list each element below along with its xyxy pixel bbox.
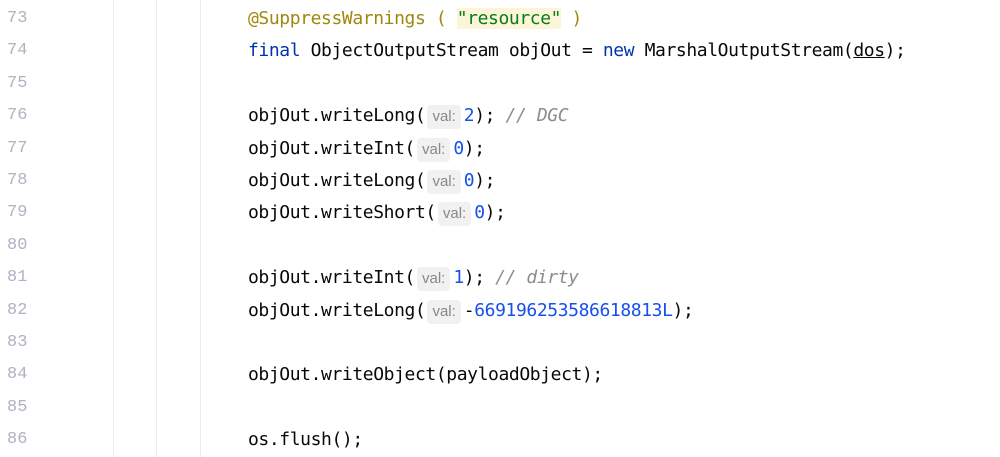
indent-guide <box>200 0 201 457</box>
line-number: 86 <box>7 430 28 450</box>
code-token: os.flush(); <box>248 429 363 451</box>
parameter-hint: val: <box>417 137 451 162</box>
line-number: 77 <box>7 138 28 158</box>
code-line[interactable]: 78 objOut.writeLong(val:0); <box>0 165 1000 197</box>
code-token: ObjectOutputStream objOut = <box>300 40 603 62</box>
code-text: final ObjectOutputStream objOut = new Ma… <box>248 35 906 67</box>
parameter-hint: val: <box>427 299 461 324</box>
code-text: objOut.writeInt(val:0); <box>248 133 485 165</box>
code-line[interactable]: 77 objOut.writeInt(val:0); <box>0 133 1000 165</box>
code-token: ); <box>463 137 485 159</box>
code-line[interactable]: 73 @SuppressWarnings ( "resource" ) <box>0 3 1000 35</box>
line-number: 73 <box>7 9 28 28</box>
line-number: 84 <box>7 365 28 385</box>
line-number: 74 <box>7 41 28 61</box>
code-text: objOut.writeObject(payloadObject); <box>248 359 603 391</box>
code-token: ); <box>474 105 506 127</box>
code-token: ) <box>561 8 583 29</box>
code-token: 669196253586618813L <box>474 299 673 321</box>
code-token: objOut.writeInt( <box>248 137 415 159</box>
parameter-hint: val: <box>417 267 451 292</box>
code-token: ); <box>463 267 496 289</box>
code-line[interactable]: 75 <box>0 68 1000 100</box>
code-token: @SuppressWarnings ( <box>248 8 457 29</box>
code-line[interactable]: 83 <box>0 327 1000 359</box>
parameter-hint: val: <box>427 105 461 130</box>
code-line[interactable]: 86 os.flush(); <box>0 424 1000 456</box>
code-text: @SuppressWarnings ( "resource" ) <box>248 3 582 35</box>
line-number: 80 <box>7 235 28 255</box>
line-number: 78 <box>7 171 28 190</box>
code-token: ); <box>474 170 496 191</box>
code-token: - <box>463 299 475 321</box>
code-token: "resource" <box>456 8 562 29</box>
code-token: 1 <box>453 267 464 289</box>
code-token: 0 <box>474 202 485 224</box>
indent-guide <box>113 0 114 457</box>
code-text: objOut.writeLong(val:0); <box>248 165 495 197</box>
code-line[interactable]: 81 objOut.writeInt(val:1); // dirty <box>0 262 1000 294</box>
code-token: ); <box>884 40 906 62</box>
code-line[interactable]: 79 objOut.writeShort(val:0); <box>0 197 1000 229</box>
line-number: 75 <box>7 73 28 93</box>
code-token: objOut.writeInt( <box>248 267 415 289</box>
code-token: // DGC <box>505 105 569 127</box>
code-line[interactable]: 85 <box>0 392 1000 424</box>
code-text: objOut.writeLong(val:-669196253586618813… <box>248 295 694 327</box>
indent-guide <box>156 0 157 457</box>
line-number: 83 <box>7 333 28 352</box>
code-token: 0 <box>463 170 475 191</box>
code-line[interactable]: 76 objOut.writeLong(val:2); // DGC <box>0 100 1000 132</box>
code-token: objOut.writeShort( <box>248 202 436 224</box>
code-token: objOut.writeLong( <box>248 170 426 191</box>
parameter-hint: val: <box>427 170 461 194</box>
line-number: 79 <box>7 203 28 223</box>
code-token: objOut.writeObject(payloadObject); <box>248 364 603 386</box>
code-text: objOut.writeShort(val:0); <box>248 197 506 229</box>
code-token: 0 <box>453 137 464 159</box>
code-line[interactable]: 74 final ObjectOutputStream objOut = new … <box>0 35 1000 67</box>
code-token: new <box>602 40 635 62</box>
code-token: dos <box>853 40 885 62</box>
line-number: 81 <box>7 268 28 288</box>
code-token: objOut.writeLong( <box>248 105 426 127</box>
code-token: final <box>248 40 301 62</box>
code-token: // dirty <box>495 267 579 289</box>
code-text: os.flush(); <box>248 424 363 456</box>
parameter-hint: val: <box>437 202 472 227</box>
code-text: objOut.writeLong(val:2); // DGC <box>248 100 569 132</box>
code-token: 2 <box>463 105 475 127</box>
code-token: ); <box>484 202 506 224</box>
code-token: ); <box>672 299 694 321</box>
line-number: 82 <box>7 300 28 320</box>
code-token: objOut.writeLong( <box>248 299 426 321</box>
code-token: MarshalOutputStream( <box>634 40 854 62</box>
code-line[interactable]: 84 objOut.writeObject(payloadObject); <box>0 359 1000 391</box>
code-text: objOut.writeInt(val:1); // dirty <box>248 262 579 294</box>
line-number: 85 <box>7 397 28 417</box>
code-line[interactable]: 80 <box>0 230 1000 262</box>
line-number: 76 <box>7 106 28 126</box>
code-line[interactable]: 82 objOut.writeLong(val:-6691962535866188… <box>0 295 1000 327</box>
